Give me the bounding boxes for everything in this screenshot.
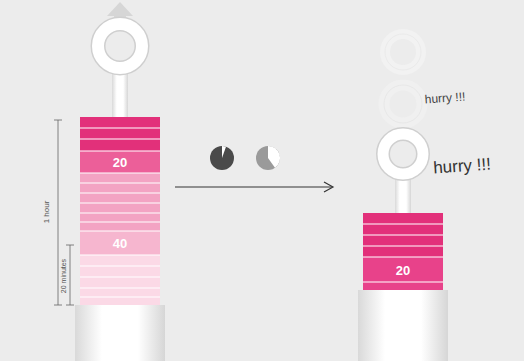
divider [363,223,443,224]
divider [80,221,160,222]
divider [80,287,160,288]
clock-slice [222,146,226,158]
divider [80,202,160,203]
ring-shadow [98,24,142,68]
arrow-head [107,2,133,16]
divider [80,230,160,231]
minute-number: 20 [396,264,410,277]
dimension-label: 20 minutes [60,259,67,293]
ring-band [363,213,443,257]
divider [363,281,443,282]
ring-band [80,255,160,305]
minute-number: 40 [113,237,127,250]
left-timer [54,24,165,361]
divider [80,127,160,128]
divider [80,254,160,255]
bracket-line [58,120,59,305]
clock-slice [268,146,280,168]
dimension-brackets [54,120,74,305]
divider [80,182,160,183]
divider [80,265,160,266]
bracket-tick [54,305,62,306]
alert-text: hurry !!! [433,156,492,177]
divider [363,256,443,257]
ring-band [363,257,443,290]
ring-band [80,151,160,173]
clock-icon [256,146,280,170]
divider [80,192,160,193]
tube [75,305,165,361]
clock-icon [210,146,234,170]
arrow-line [175,186,332,187]
ring-band [80,117,160,151]
divider [80,150,160,151]
divider [80,296,160,297]
divider [80,212,160,213]
divider [80,276,160,277]
ring-dividers [363,224,443,282]
alert-text: hurry !!! [424,91,465,106]
divider [80,172,160,173]
divider [363,245,443,246]
divider [363,234,443,235]
ring-band [80,231,160,255]
divider [80,138,160,139]
pull-ring [98,24,142,68]
dimension-label: 1 hour [43,201,51,224]
tube [358,290,448,361]
ring-shadow [383,134,423,174]
ghost-ring [385,34,421,70]
bracket-line [70,245,71,305]
time-passing [175,146,333,192]
ring-dividers [80,128,160,297]
ghost-ring-outline [384,85,422,123]
ghost-ring-outline [385,34,421,70]
bracket-tick [66,245,74,246]
right-timer [358,34,448,361]
bracket-tick [54,120,62,121]
ghost-ring [384,85,422,123]
minute-number: 20 [113,156,127,169]
bracket-tick [66,305,74,306]
pull-ring [383,134,423,174]
arrow-head [324,182,333,192]
ring-band [80,173,160,231]
